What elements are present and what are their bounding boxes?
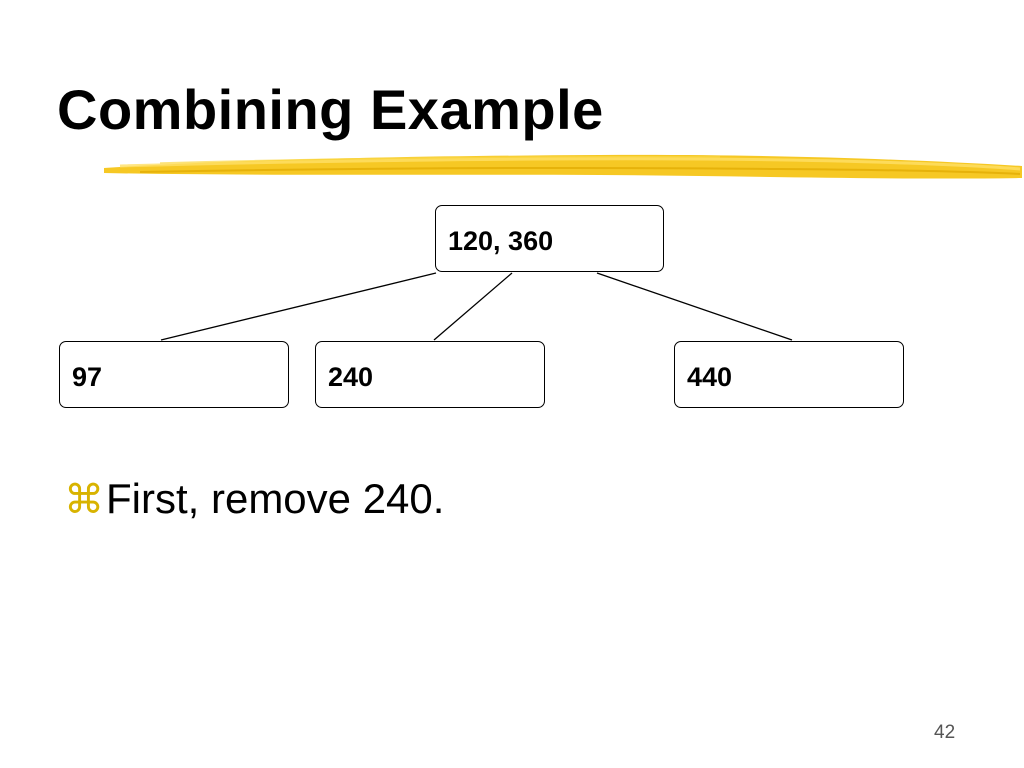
bullet-text: First, remove 240. xyxy=(106,475,445,522)
page-number: 42 xyxy=(934,722,956,743)
command-key-icon: ⌘ xyxy=(64,478,104,522)
tree-node-root: 120, 360 xyxy=(435,205,664,272)
tree-node-240: 240 xyxy=(315,341,545,408)
slide-title: Combining Example xyxy=(57,78,604,141)
tree-node-440: 440 xyxy=(674,341,904,408)
tree-node-97: 97 xyxy=(59,341,289,408)
edge-root-to-97 xyxy=(160,272,437,341)
title-underline-brush xyxy=(104,154,1022,179)
edge-root-to-240 xyxy=(433,272,513,341)
edge-root-to-440 xyxy=(596,272,793,341)
bullet-item: ⌘First, remove 240. xyxy=(64,475,445,522)
